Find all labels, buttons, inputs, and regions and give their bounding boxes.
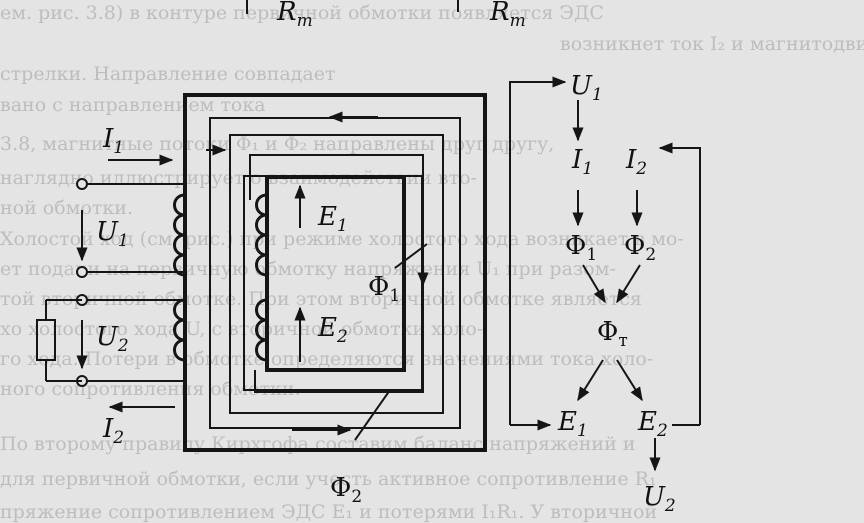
label-e1: E1 <box>317 202 348 236</box>
bg-line: Холостой ход (см. рис.) при режиме холос… <box>0 228 684 250</box>
bg-line: ной обмотки. <box>0 197 133 219</box>
flow-label-e2: E2 <box>637 407 668 441</box>
bg-line: для первичной обмотки, если учесть актив… <box>0 468 657 490</box>
flow-label-e1: E1 <box>557 407 588 441</box>
label-phi2: Φ2 <box>330 473 362 507</box>
flow-label-phi1: Φ1 <box>565 231 597 265</box>
secondary-coil-inner <box>255 298 268 362</box>
label-i1: I1 <box>102 124 124 158</box>
label-u1: U1 <box>96 217 129 251</box>
terminal <box>76 178 88 190</box>
flow-loop-right <box>658 142 701 425</box>
bg-line: возникнет ток I₂ и магнитодвижущая сила … <box>560 33 864 55</box>
load-resistor <box>36 319 56 361</box>
bg-line: стрелки. Направление совпадает <box>0 63 335 85</box>
bg-line: пряжение сопротивлением ЭДС E₁ и потерям… <box>0 501 657 523</box>
flow-label-i2: I2 <box>625 145 647 179</box>
label-e2: E2 <box>317 313 348 347</box>
flow-label-u1: U1 <box>570 71 603 105</box>
primary-coil <box>173 193 186 277</box>
circuit-labels: I1 U1 U2 I2 E1 E2 Φ1 Φ2 <box>96 124 400 507</box>
flow-label-u2: U2 <box>643 482 676 516</box>
label-phi1: Φ1 <box>368 272 400 306</box>
flow-phit-e1 <box>577 359 604 402</box>
label-i2: I2 <box>102 414 124 448</box>
phi2-leader <box>354 389 391 441</box>
flow-phit-e2 <box>616 359 643 402</box>
bg-line: хо холостого хода U, с вторичной обмотки… <box>0 318 483 340</box>
bg-line: вано с направлением тока <box>0 94 266 116</box>
bg-line: го хода. Потери в обмотке определяются з… <box>0 348 653 370</box>
flow-loop-left <box>509 76 567 425</box>
left-terminals <box>36 154 185 413</box>
flow-label-phi2: Φ2 <box>624 231 656 265</box>
label-u2: U2 <box>96 322 129 356</box>
terminal <box>76 266 88 278</box>
phi1-leader <box>394 243 428 269</box>
bg-line: ем. рис. 3.8) в контуре первичной обмотк… <box>0 2 604 24</box>
flux-path-phi2-middle <box>229 134 444 414</box>
rm-left-label: Rm <box>276 0 313 31</box>
primary-coil-inner <box>255 193 268 277</box>
rm-right-label: Rm <box>489 0 526 31</box>
bg-line: ет подачи на первичную обмотку напряжени… <box>0 258 616 280</box>
bg-line: той вторичной обмотке. При этом вторично… <box>0 288 642 310</box>
bg-line: 3.8, магнитные потоки Φ₁ и Φ₂ направлены… <box>0 133 554 155</box>
top-labels: Rm Rm <box>246 0 526 31</box>
flow-label-phit: Φт <box>597 317 628 351</box>
flow-label-i1: I1 <box>571 145 593 179</box>
bg-line: ного сопротивления обмотки. <box>0 378 301 400</box>
flow-phi2-phit <box>616 264 641 304</box>
flow-diagram: U1 I1 I2 Φ1 Φ2 Φт E1 E2 U2 <box>509 71 701 516</box>
flow-phi1-phit <box>582 264 606 304</box>
